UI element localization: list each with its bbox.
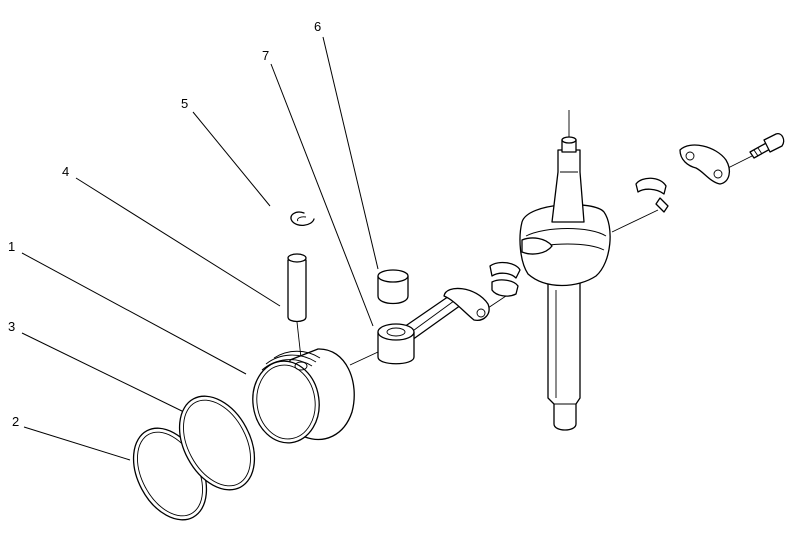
pin-axis-line	[296, 321, 302, 359]
leader-1	[21, 252, 247, 375]
rod-cap	[679, 144, 731, 185]
callout-1: 1	[8, 239, 15, 254]
rod-bearing-halves	[489, 261, 521, 297]
piston-rod-axis-line	[349, 351, 379, 366]
piston	[252, 348, 355, 444]
leader-6	[322, 36, 379, 270]
callout-4: 4	[62, 164, 69, 179]
callout-labels: 1 2 3 4 5 6 7	[8, 19, 321, 429]
leader-2	[23, 426, 131, 461]
leader-4	[75, 177, 281, 307]
callout-3: 3	[8, 319, 15, 334]
connecting-rod	[377, 287, 490, 365]
leader-3	[21, 332, 187, 414]
callout-2: 2	[12, 414, 19, 429]
leader-lines	[21, 36, 379, 461]
callout-5: 5	[181, 96, 188, 111]
piston-ring-upper	[178, 395, 256, 491]
leader-5	[192, 111, 271, 207]
callout-6: 6	[314, 19, 321, 34]
cap-bolt	[749, 133, 785, 159]
bushing	[377, 269, 409, 305]
crank-cap-axis-line	[611, 209, 659, 233]
piston-pin	[287, 253, 307, 323]
main-bearing-halves	[635, 177, 669, 213]
leader-7	[270, 63, 374, 327]
retaining-clip	[290, 211, 315, 226]
crankshaft	[519, 110, 611, 431]
callout-7: 7	[262, 48, 269, 63]
